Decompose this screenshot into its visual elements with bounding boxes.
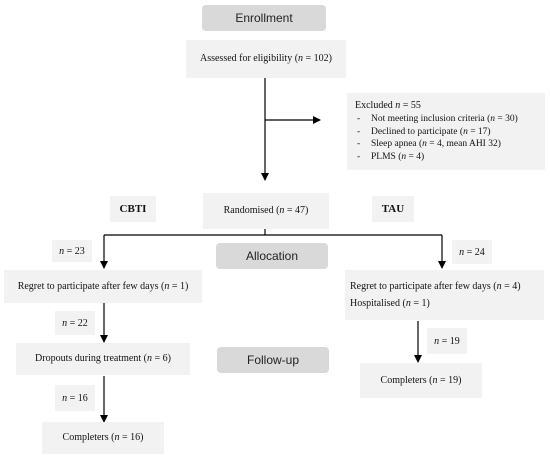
excluded-item: PLMS (n = 4) [355,151,539,164]
stage-followup-label: Follow-up [246,353,300,367]
arm-label-right: TAU [372,196,414,222]
stage-enrollment-label: Enrollment [235,11,293,25]
randomised-box: Randomised (n = 47) [203,193,329,229]
right-n-final: n = 19 [427,328,467,354]
right-regret-box: Regret to participate after few days (n … [345,270,544,320]
left-regret-box: Regret to participate after few days (n … [4,270,202,303]
excluded-item: Not meeting inclusion criteria (n = 30) [355,113,539,126]
left-n-allocated: n = 23 [52,240,92,262]
left-n-final: n = 16 [55,385,95,411]
stage-allocation-label: Allocation [245,249,299,263]
stage-allocation: Allocation [216,243,328,269]
right-completers-box: Completers (n = 19) [360,363,482,398]
right-n-allocated: n = 24 [452,240,492,264]
excluded-list: Not meeting inclusion criteria (n = 30) … [355,113,539,163]
excluded-item: Sleep apnea (n = 4, mean AHI 32) [355,138,539,151]
left-n-after-regret: n = 22 [55,311,95,335]
excluded-box: Excluded n = 55 Not meeting inclusion cr… [347,93,545,170]
right-regret-line: Regret to participate after few days (n … [350,280,521,292]
excluded-item: Declined to participate (n = 17) [355,126,539,139]
stage-followup: Follow-up [217,347,329,373]
assessed-box: Assessed for eligibility (n = 102) [186,40,346,78]
stage-enrollment: Enrollment [202,5,326,31]
left-completers-box: Completers (n = 16) [42,422,164,454]
left-dropouts-box: Dropouts during treatment (n = 6) [16,343,190,375]
arm-label-left: CBTI [110,196,156,222]
right-hospitalised-line: Hospitalised (n = 1) [350,297,430,309]
excluded-title: Excluded n = 55 [355,100,421,111]
